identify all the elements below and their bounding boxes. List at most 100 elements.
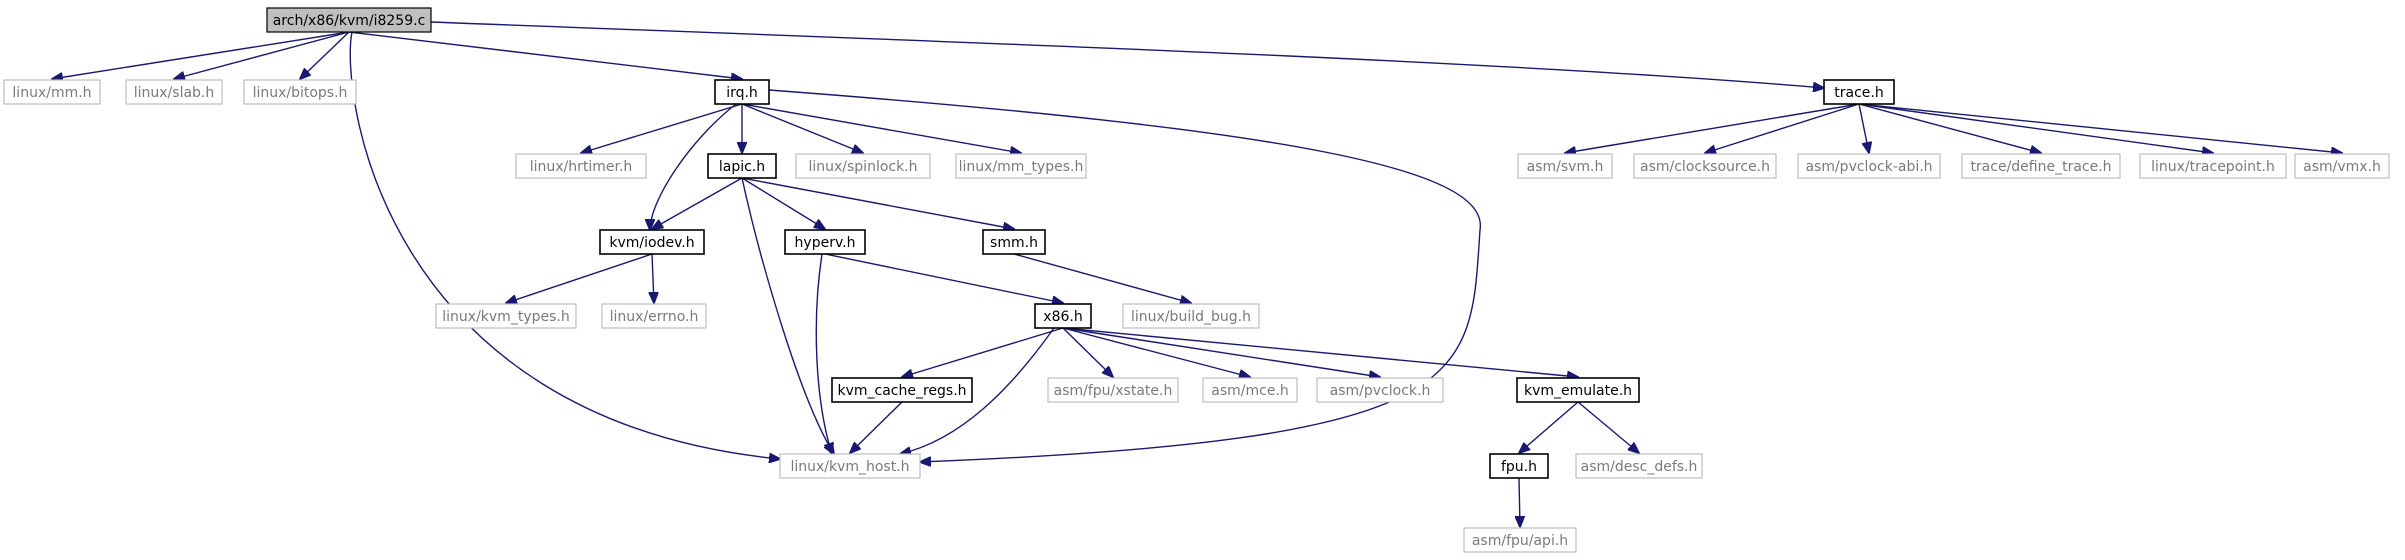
node-label: asm/desc_defs.h — [1581, 459, 1698, 475]
node-label: fpu.h — [1501, 459, 1537, 475]
node-hyperv[interactable]: hyperv.h — [784, 229, 866, 255]
node-linux-bitops: linux/bitops.h — [243, 79, 357, 105]
node-kvm-emulate[interactable]: kvm_emulate.h — [1516, 377, 1640, 403]
node-box — [1122, 303, 1260, 329]
node-label: irq.h — [726, 85, 758, 101]
node-box — [599, 229, 705, 255]
node-box — [266, 7, 432, 33]
node-linux-slab: linux/slab.h — [125, 79, 223, 105]
node-box — [1823, 79, 1895, 105]
node-linux-build-bug: linux/build_bug.h — [1122, 303, 1260, 329]
node-box — [714, 79, 770, 105]
edge-trace-to-asm_pvclock_abi — [1858, 103, 1869, 153]
node-linux-kvm-host: linux/kvm_host.h — [779, 453, 921, 479]
node-label: linux/kvm_host.h — [790, 459, 909, 475]
node-label: asm/mce.h — [1211, 383, 1289, 399]
edge-i8259-to-linux_bitops — [300, 31, 350, 79]
node-label: hyperv.h — [795, 235, 856, 251]
node-box — [1034, 303, 1092, 329]
node-layer: arch/x86/kvm/i8259.c linux/mm.h linux/slab… — [3, 7, 2390, 553]
node-box — [1516, 377, 1640, 403]
node-label: asm/fpu/api.h — [1472, 533, 1568, 549]
node-box — [1463, 527, 1577, 553]
edge-trace-to-asm_vmx — [1858, 103, 2342, 153]
node-box — [784, 229, 866, 255]
edge-irq-to-linux_mm_types — [741, 103, 1021, 153]
node-fpu[interactable]: fpu.h — [1489, 453, 1549, 479]
edge-irq-to-linux_spinlock — [741, 103, 863, 153]
node-box — [125, 79, 223, 105]
node-box — [1797, 153, 1941, 179]
node-box — [982, 229, 1046, 255]
edge-kvm_iodev-to-linux_kvm_types — [506, 253, 653, 303]
node-label: linux/mm_types.h — [959, 159, 1084, 175]
edge-x86-to-kvm_emulate — [1062, 327, 1578, 377]
node-box — [243, 79, 357, 105]
node-box — [1489, 453, 1549, 479]
node-irq[interactable]: irq.h — [714, 79, 770, 105]
edge-lapic-to-kvm_iodev — [652, 177, 743, 229]
node-label: linux/spinlock.h — [808, 159, 917, 175]
node-label: kvm_emulate.h — [1524, 383, 1632, 399]
edge-x86-to-linux_kvm_host — [900, 327, 1055, 454]
node-label: linux/errno.h — [610, 309, 699, 325]
node-linux-hrtimer: linux/hrtimer.h — [515, 153, 647, 179]
node-asm-svm: asm/svm.h — [1517, 153, 1613, 179]
node-label: kvm_cache_regs.h — [837, 383, 966, 399]
edge-i8259-to-trace — [430, 21, 1824, 88]
node-label: asm/clocksource.h — [1640, 159, 1770, 175]
edge-i8259-to-linux_slab — [174, 31, 350, 79]
edge-kvm_emulate-to-asm_desc_defs — [1577, 401, 1639, 453]
node-box — [1575, 453, 1703, 479]
node-label: trace/define_trace.h — [1970, 159, 2111, 175]
node-i8259[interactable]: arch/x86/kvm/i8259.c — [266, 7, 432, 33]
edge-trace-to-asm_clocksource — [1705, 103, 1860, 153]
node-kvm-iodev[interactable]: kvm/iodev.h — [599, 229, 705, 255]
node-box — [779, 453, 921, 479]
node-label: asm/pvclock.h — [1330, 383, 1431, 399]
node-linux-tracepoint: linux/tracepoint.h — [2139, 153, 2287, 179]
node-trace[interactable]: trace.h — [1823, 79, 1895, 105]
node-box — [1961, 153, 2121, 179]
node-label: x86.h — [1043, 309, 1082, 325]
node-box — [2139, 153, 2287, 179]
node-box — [795, 153, 931, 179]
node-asm-mce: asm/mce.h — [1202, 377, 1298, 403]
edge-smm-to-linux_build_bug — [1013, 253, 1191, 303]
edge-x86-to-kvm_cache_regs — [902, 327, 1064, 377]
node-asm-pvclock: asm/pvclock.h — [1316, 377, 1444, 403]
node-box — [1316, 377, 1444, 403]
edge-irq-to-linux_kvm_host — [768, 89, 1482, 462]
node-label: linux/hrtimer.h — [530, 159, 633, 175]
node-asm-fpu-xstate: asm/fpu/xstate.h — [1047, 377, 1179, 403]
edge-irq-to-linux_hrtimer — [581, 103, 743, 153]
edge-i8259-to-linux_mm — [52, 31, 350, 79]
node-box — [3, 79, 101, 105]
edge-fpu-to-asm_fpu_api — [1519, 477, 1520, 527]
edge-kvm_iodev-to-linux_errno — [652, 253, 654, 303]
node-label: asm/vmx.h — [2303, 159, 2381, 175]
node-label: lapic.h — [719, 159, 765, 175]
node-box — [1517, 153, 1613, 179]
node-label: linux/mm.h — [12, 85, 91, 101]
edge-trace-to-asm_svm — [1565, 103, 1860, 153]
node-x86[interactable]: x86.h — [1034, 303, 1092, 329]
node-kvm-cache-regs[interactable]: kvm_cache_regs.h — [831, 377, 973, 403]
node-smm[interactable]: smm.h — [982, 229, 1046, 255]
node-linux-errno: linux/errno.h — [601, 303, 707, 329]
node-lapic[interactable]: lapic.h — [707, 153, 777, 179]
node-box — [831, 377, 973, 403]
node-asm-pvclock-abi: asm/pvclock-abi.h — [1797, 153, 1941, 179]
node-label: linux/kvm_types.h — [442, 309, 569, 325]
edge-lapic-to-linux_kvm_host — [741, 177, 834, 454]
edge-lapic-to-smm — [741, 177, 1014, 229]
edge-layer — [52, 21, 2342, 527]
node-box — [1047, 377, 1179, 403]
node-box — [1202, 377, 1298, 403]
edge-hyperv-to-linux_kvm_host — [815, 253, 832, 454]
node-asm-vmx: asm/vmx.h — [2294, 153, 2390, 179]
node-asm-clocksource: asm/clocksource.h — [1633, 153, 1777, 179]
edge-x86-to-asm_pvclock — [1062, 327, 1380, 377]
node-label: linux/tracepoint.h — [2151, 159, 2275, 175]
